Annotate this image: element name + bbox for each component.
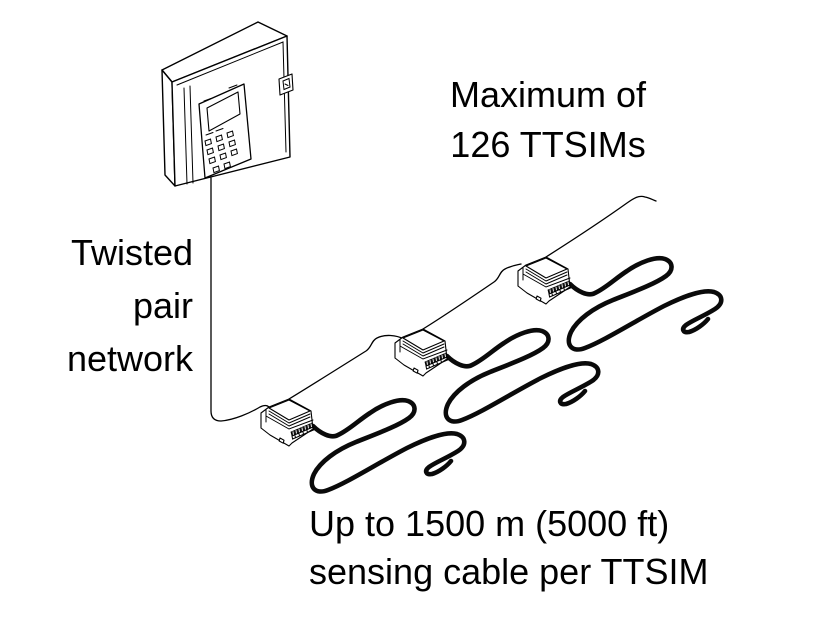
ttsim-module-2 — [394, 328, 449, 377]
panel-label-marks — [203, 84, 238, 136]
label-network-line3: network — [66, 338, 193, 379]
control-panel — [161, 21, 294, 187]
sensing-cable-1 — [312, 400, 464, 491]
label-max-ttsims-line1: Maximum of — [449, 74, 647, 115]
panel-door-seam — [176, 41, 287, 153]
panel-bezel — [198, 83, 252, 179]
sensing-cable-2 — [446, 330, 598, 421]
panel-lcd-display — [206, 91, 241, 132]
label-max-ttsims: Maximum of 126 TTSIMs — [415, 70, 681, 170]
network-bus-segment-2 — [422, 263, 522, 330]
label-sensing-line2: sensing cable per TTSIM — [309, 551, 709, 592]
panel-hinge-lines — [183, 85, 194, 185]
label-twisted-pair-network: Twisted pair network — [18, 226, 193, 385]
label-max-ttsims-line2: 126 TTSIMs — [450, 124, 646, 165]
sensing-cable-3 — [569, 258, 721, 349]
ttsim-unit-1 — [260, 399, 464, 492]
ttsim-module-3 — [517, 256, 572, 305]
label-network-line2: pair — [132, 285, 193, 326]
panel-latch-detail — [282, 77, 291, 91]
network-bus-segment-1 — [288, 334, 405, 400]
network-bus-segment-3 — [545, 195, 657, 258]
label-network-line1: Twisted — [70, 232, 193, 273]
label-sensing-line1: Up to 1500 m (5000 ft) — [309, 503, 670, 544]
label-sensing-cable-length: Up to 1500 m (5000 ft) sensing cable per… — [309, 500, 789, 596]
twisted-pair-drop-wire — [210, 177, 270, 422]
